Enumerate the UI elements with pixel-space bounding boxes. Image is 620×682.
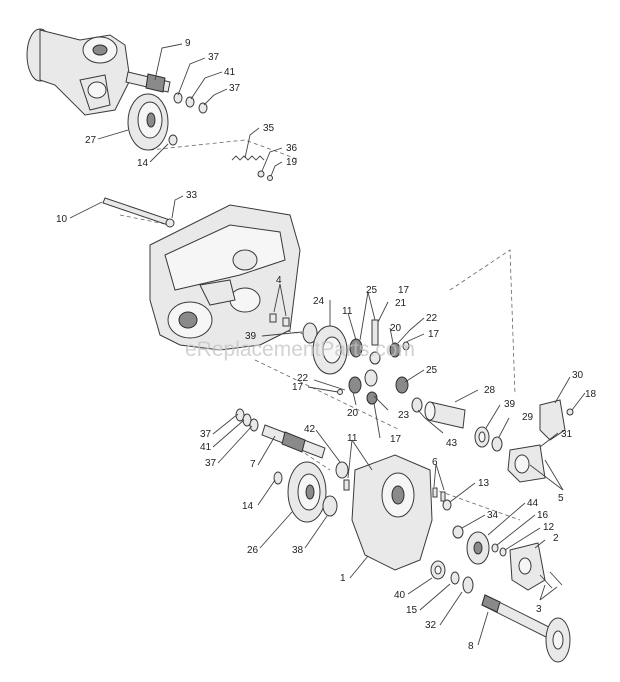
callout-34: 34 bbox=[487, 510, 499, 521]
callout-7: 7 bbox=[250, 459, 256, 470]
callout-3: 3 bbox=[536, 604, 542, 615]
callout-20: 20 bbox=[347, 408, 359, 419]
gear-part-27 bbox=[127, 93, 169, 151]
coupler-part-28 bbox=[411, 397, 466, 429]
callout-40: 40 bbox=[394, 590, 406, 601]
callout-29: 29 bbox=[522, 412, 534, 423]
callout-9: 9 bbox=[185, 38, 191, 49]
transmission-case bbox=[149, 204, 301, 351]
callout-37: 37 bbox=[208, 52, 220, 63]
pins-part-4 bbox=[269, 313, 290, 327]
pins-part-6-13 bbox=[432, 487, 452, 511]
callout-11: 11 bbox=[347, 433, 358, 444]
seals-part-40-15-32 bbox=[430, 560, 474, 594]
washer-part-14-lower bbox=[273, 471, 283, 485]
callout-32: 32 bbox=[425, 620, 437, 631]
shift-lever-assembly bbox=[507, 399, 574, 483]
callout-17: 17 bbox=[292, 382, 304, 393]
callout-4: 4 bbox=[276, 275, 282, 286]
callout-6: 6 bbox=[432, 457, 438, 468]
callout-44: 44 bbox=[527, 498, 539, 509]
gear-part-44 bbox=[466, 531, 490, 565]
callout-20: 20 bbox=[390, 323, 402, 334]
callout-11: 11 bbox=[342, 306, 353, 317]
callout-33: 33 bbox=[186, 190, 198, 201]
cover-part-2 bbox=[509, 542, 546, 591]
callout-43: 43 bbox=[446, 438, 458, 449]
washer-stack-lower bbox=[235, 408, 259, 432]
callout-17: 17 bbox=[390, 434, 402, 445]
callout-23: 23 bbox=[398, 410, 410, 421]
callout-26: 26 bbox=[247, 545, 259, 556]
pinion-shaft-part-9 bbox=[125, 71, 171, 93]
bearing-part-39-right bbox=[474, 426, 503, 452]
callout-35: 35 bbox=[263, 123, 275, 134]
callout-15: 15 bbox=[406, 605, 418, 616]
callout-14: 14 bbox=[242, 501, 254, 512]
callout-21: 21 bbox=[395, 298, 407, 309]
callout-14: 14 bbox=[137, 158, 149, 169]
differential-gear-part-24 bbox=[312, 325, 348, 375]
callout-25: 25 bbox=[426, 365, 438, 376]
callout-22: 22 bbox=[297, 373, 309, 384]
shift-rod-part-10 bbox=[102, 197, 175, 228]
shaft-part-7 bbox=[261, 424, 326, 459]
callout-31: 31 bbox=[561, 429, 573, 440]
washer-part-14-top bbox=[168, 134, 178, 146]
washer-part-34 bbox=[452, 525, 464, 539]
callout-5: 5 bbox=[558, 493, 564, 504]
callout-10: 10 bbox=[56, 214, 68, 225]
callout-36: 36 bbox=[286, 143, 298, 154]
callout-38: 38 bbox=[292, 545, 304, 556]
callout-37: 37 bbox=[229, 83, 241, 94]
callout-27: 27 bbox=[85, 135, 97, 146]
lower-axle-housing-part-1 bbox=[351, 454, 433, 571]
bearing-part-39-left bbox=[302, 322, 318, 344]
callout-1: 1 bbox=[340, 573, 346, 584]
callout-25: 25 bbox=[366, 285, 378, 296]
callout-37: 37 bbox=[200, 429, 212, 440]
callout-16: 16 bbox=[537, 510, 549, 521]
callout-2: 2 bbox=[553, 533, 559, 544]
callout-18: 18 bbox=[585, 389, 597, 400]
callout-8: 8 bbox=[468, 641, 474, 652]
callout-17: 17 bbox=[398, 285, 410, 296]
clip-parts-16-12 bbox=[491, 543, 507, 557]
watermark-text: eReplacementParts.com bbox=[185, 338, 415, 361]
callout-22: 22 bbox=[426, 313, 438, 324]
callout-28: 28 bbox=[484, 385, 496, 396]
callout-39: 39 bbox=[504, 399, 516, 410]
callout-13: 13 bbox=[478, 478, 490, 489]
pin-part-11-lower bbox=[343, 479, 350, 491]
callout-30: 30 bbox=[572, 370, 584, 381]
bolts-part-3 bbox=[539, 571, 563, 589]
washer-stack-top bbox=[173, 92, 208, 114]
axle-shaft-part-8 bbox=[481, 594, 571, 663]
callout-19: 19 bbox=[286, 157, 298, 168]
callout-17: 17 bbox=[428, 329, 440, 340]
callout-leader-lines bbox=[69, 43, 586, 646]
callout-42: 42 bbox=[304, 424, 316, 435]
callout-39: 39 bbox=[245, 331, 257, 342]
gear-part-26 bbox=[287, 461, 327, 523]
bevel-gear-cluster bbox=[337, 319, 410, 405]
washer-part-42 bbox=[335, 461, 349, 479]
callout-labels: 9 37 41 37 27 14 35 36 19 33 10 4 24 25 … bbox=[56, 38, 597, 652]
upper-axle-housing bbox=[26, 28, 131, 116]
callout-12: 12 bbox=[543, 522, 555, 533]
bearing-part-38 bbox=[322, 495, 338, 517]
callout-37: 37 bbox=[205, 458, 217, 469]
callout-41: 41 bbox=[224, 67, 236, 78]
callout-24: 24 bbox=[313, 296, 325, 307]
callout-41: 41 bbox=[200, 442, 212, 453]
spring-part-35 bbox=[231, 155, 273, 181]
